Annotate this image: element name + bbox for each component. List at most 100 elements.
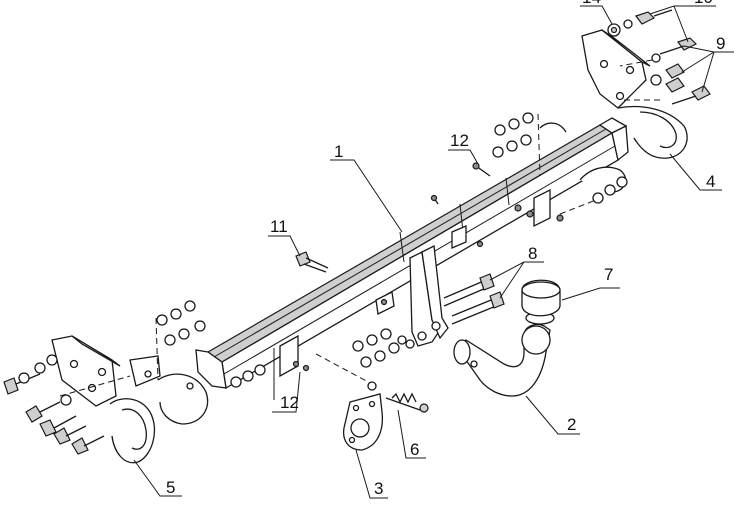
leader-line [525,395,580,435]
washer [623,19,633,29]
callout-label: 4 [706,172,715,191]
nut [156,314,168,326]
nut [360,356,372,368]
bolt-head [3,377,19,395]
crossbeam-left-end [195,349,227,389]
callout-label: 6 [410,440,419,459]
plate-hole [368,400,376,408]
neck-end [453,339,471,365]
nut [592,192,604,204]
nut [526,210,534,218]
callout-8: 8 [489,244,544,299]
nut [194,320,206,332]
bolt-11 [295,251,329,273]
callout-12-bottom: 12 [272,371,301,413]
leader-line [673,5,689,43]
washer [34,362,46,374]
bolt-head [479,273,495,291]
nut [164,334,176,346]
right-lower-nuts [559,176,628,215]
nut [506,140,518,152]
left-lower-nuts [230,360,310,388]
right-side-bracket [579,29,688,193]
plate-hole [144,370,152,378]
callout-14: 14 [580,0,613,25]
assembly-line [537,113,541,177]
leader-line [681,51,715,73]
nut [230,376,242,388]
washer [650,74,662,86]
callout-5: 5 [133,459,182,497]
plate-hole [186,382,194,390]
nut [665,63,685,79]
leader-line [397,409,426,459]
leader-line [669,153,722,191]
nut [292,360,300,368]
bolt-shank [671,95,697,105]
callout-7: 7 [561,265,620,301]
bracket-plate [533,188,551,228]
right-mounting-plate [581,29,647,109]
nut [616,176,628,188]
plate-hole [352,404,360,412]
bolt-shank [451,305,497,325]
callout-label: 2 [567,415,576,434]
bolt-head [25,405,43,423]
callout-label: 9 [716,34,725,53]
assembly-line [155,317,159,381]
leader-line [330,159,403,233]
nut [665,77,685,93]
leader-line [133,459,182,497]
callout-label: 10 [694,0,713,7]
plate-hole [599,59,609,69]
small-hook [539,122,567,133]
bolt-shank [659,45,685,55]
callout-label: 12 [280,393,299,412]
plate-hole [69,359,79,369]
nut [476,240,484,248]
center-small-bolts [430,162,564,248]
bolt-shank [303,263,327,273]
bolt-head [691,85,711,101]
nut [522,112,534,124]
washer [367,381,377,391]
washer [651,53,661,63]
plate-hole [615,91,625,101]
bolt-shank [451,297,497,317]
bolt-shank [385,397,421,411]
plate-hole [348,436,356,444]
spring-bolt [385,392,429,413]
callout-label: 8 [528,244,537,263]
leader-line [355,449,388,499]
nut [514,204,522,212]
callout-label: 3 [374,479,383,498]
bolt-head [472,162,480,170]
bolt-shank [65,425,87,437]
nut [178,328,190,340]
bolt-shank [53,415,77,429]
hanger-plate [421,245,449,340]
leader-line [499,261,525,299]
nut [556,214,564,222]
right-bolt-set [607,9,711,105]
neck-hole [470,360,478,368]
callout-label: 14 [582,0,601,7]
nut [494,124,506,136]
nut [508,118,520,130]
bracket-plate [451,225,467,249]
callout-3: 3 [355,449,388,499]
leader-line [489,261,544,281]
nut [405,339,415,349]
leader-line [448,149,479,165]
left-hook-inner [121,408,147,450]
left-plate-edge [71,335,121,367]
leader-line [268,235,301,257]
nut [254,364,266,376]
nut [388,342,400,354]
nut [492,146,504,158]
bolt-head [489,291,505,309]
leader-line [580,5,613,25]
left-lower-plate [157,373,209,425]
nut [352,340,364,352]
